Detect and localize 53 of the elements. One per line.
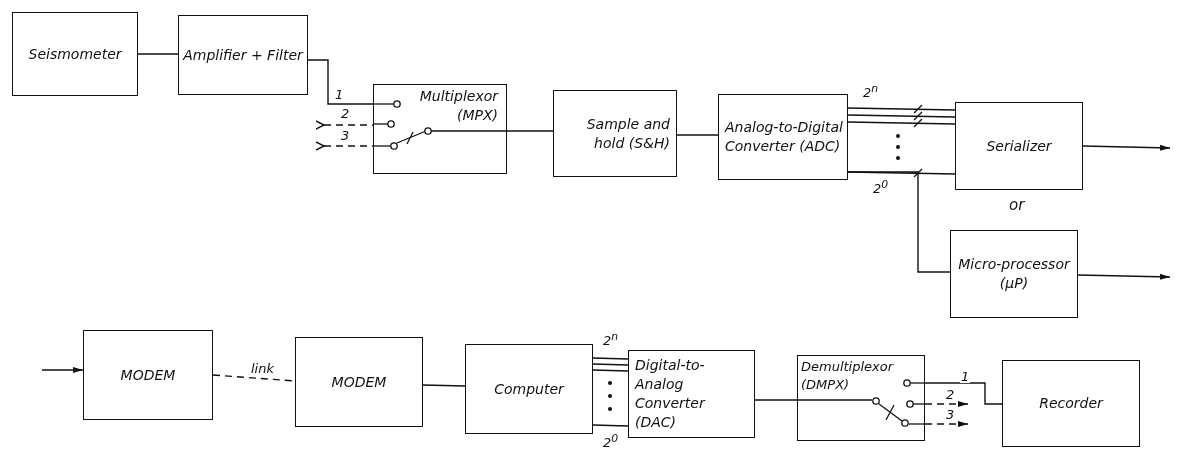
connector bbox=[1082, 144, 1171, 151]
process-box bbox=[955, 102, 1083, 190]
bit-label: 2$^{n}$ bbox=[862, 84, 880, 100]
connector bbox=[847, 171, 951, 273]
bit-label: 2$^{n}$ bbox=[602, 332, 620, 348]
box-label: Analog-to-Digital Converter (ADC) bbox=[725, 118, 843, 156]
box-label: Seismometer bbox=[28, 44, 122, 64]
bit-label: 2$^{0}$ bbox=[872, 180, 890, 196]
bit-label: 2$^{0}$ bbox=[602, 434, 620, 450]
box-label: Digital-to-Analog Converter (DAC) bbox=[635, 356, 707, 432]
connector bbox=[924, 421, 969, 427]
connector bbox=[924, 382, 1003, 405]
process-box bbox=[628, 350, 755, 438]
process-box bbox=[465, 344, 593, 434]
process-box bbox=[553, 90, 677, 177]
connector bbox=[1077, 273, 1171, 280]
box-label: Demultiplexor (DMPX) bbox=[801, 358, 895, 394]
box-label: Computer bbox=[494, 379, 564, 399]
connector bbox=[676, 134, 719, 136]
edge-label: link bbox=[250, 362, 275, 375]
process-box bbox=[1002, 360, 1140, 447]
process-box bbox=[295, 337, 423, 427]
box-label: MODEM bbox=[331, 372, 387, 392]
process-box bbox=[178, 15, 308, 95]
edge-label: 3 bbox=[945, 408, 956, 421]
connector bbox=[754, 399, 798, 401]
box-label: Amplifier + Filter bbox=[183, 45, 303, 65]
connector bbox=[422, 384, 466, 387]
process-box bbox=[718, 94, 848, 180]
box-label: Sample and hold (S&H) bbox=[585, 114, 670, 153]
box-label: MODEM bbox=[120, 365, 176, 385]
process-box bbox=[12, 12, 138, 96]
connector bbox=[592, 357, 629, 427]
bit-label: or bbox=[1008, 198, 1026, 213]
connector bbox=[41, 367, 84, 373]
process-box bbox=[950, 230, 1078, 318]
connector bbox=[506, 130, 554, 132]
edge-label: 1 bbox=[334, 88, 345, 101]
process-box bbox=[373, 84, 507, 174]
connector bbox=[307, 59, 374, 105]
edge-label: 2 bbox=[340, 107, 351, 120]
edge-label: 2 bbox=[945, 388, 956, 401]
connector bbox=[137, 53, 179, 55]
box-label: Multiplexor (MPX) bbox=[418, 87, 498, 125]
process-box bbox=[83, 330, 213, 420]
connector bbox=[924, 401, 969, 407]
box-label: Recorder bbox=[1039, 394, 1103, 413]
box-label: Serializer bbox=[986, 136, 1052, 156]
edge-label: 3 bbox=[340, 129, 351, 142]
box-label: Micro-processor (μP) bbox=[957, 255, 1072, 293]
process-box bbox=[797, 355, 925, 441]
edge-label: 1 bbox=[960, 370, 971, 383]
connector bbox=[847, 107, 956, 175]
